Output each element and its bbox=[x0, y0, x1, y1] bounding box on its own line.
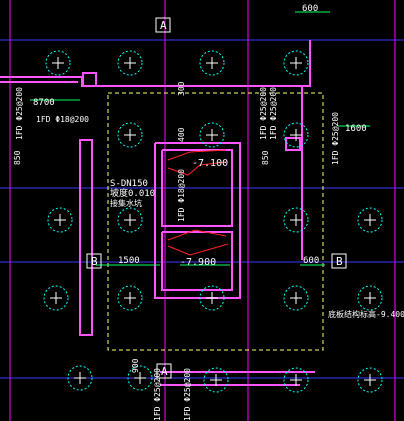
note-slope: 坡度0.010 bbox=[110, 187, 155, 199]
dim-900: 900 bbox=[131, 358, 140, 373]
axis-bubbles bbox=[86, 17, 347, 379]
note-drain: 接集水坑 bbox=[110, 198, 142, 208]
note-pipe: S-DN150 bbox=[110, 179, 148, 189]
rebar-bottom-v: 1FD Φ25@200 bbox=[183, 368, 192, 421]
dimension-lines bbox=[30, 11, 370, 266]
walls bbox=[0, 40, 315, 386]
axis-a-top: A bbox=[160, 19, 167, 32]
elev-1: -7.100 bbox=[192, 158, 228, 169]
rebar-right-v3: 1FD Φ25@200 bbox=[331, 112, 340, 165]
axis-b-left: B bbox=[91, 255, 98, 268]
dim-8700: 8700 bbox=[33, 98, 55, 108]
dim-850b: 850 bbox=[261, 150, 270, 165]
dim-600-right: 600 bbox=[303, 256, 319, 266]
rebar-left-v: 1FD Φ25@200 bbox=[15, 87, 24, 140]
note-pit-bottom: 底板结构标高-9.400 bbox=[328, 309, 404, 319]
rebar-right-v2: 1FD Φ25@200 bbox=[269, 87, 278, 140]
slope-lines bbox=[167, 149, 229, 256]
pit-outline bbox=[107, 92, 324, 351]
piles bbox=[43, 50, 383, 393]
dim-850a: 850 bbox=[13, 150, 22, 165]
axis-a-bottom: A bbox=[161, 365, 168, 378]
dim-1500: 1500 bbox=[118, 256, 140, 266]
dim-300: 300 bbox=[177, 81, 186, 96]
rebar-left-h: 1FD Φ18@200 bbox=[36, 115, 89, 124]
dim-600-top: 600 bbox=[302, 4, 318, 14]
annotations: A A B B 600 8700 1600 1500 600 300 400 9… bbox=[13, 4, 404, 421]
dim-1600: 1600 bbox=[345, 124, 367, 134]
axis-b-right: B bbox=[336, 255, 343, 268]
dim-400: 400 bbox=[177, 127, 186, 142]
rebar-center-v1: 1FD Φ18@200 bbox=[177, 169, 186, 222]
rebar-bottom-h: 1FD Φ25@200 bbox=[153, 368, 162, 421]
rebar-right-v1: 1FD Φ25@200 bbox=[259, 87, 268, 140]
elev-2: -7.900 bbox=[180, 257, 216, 268]
